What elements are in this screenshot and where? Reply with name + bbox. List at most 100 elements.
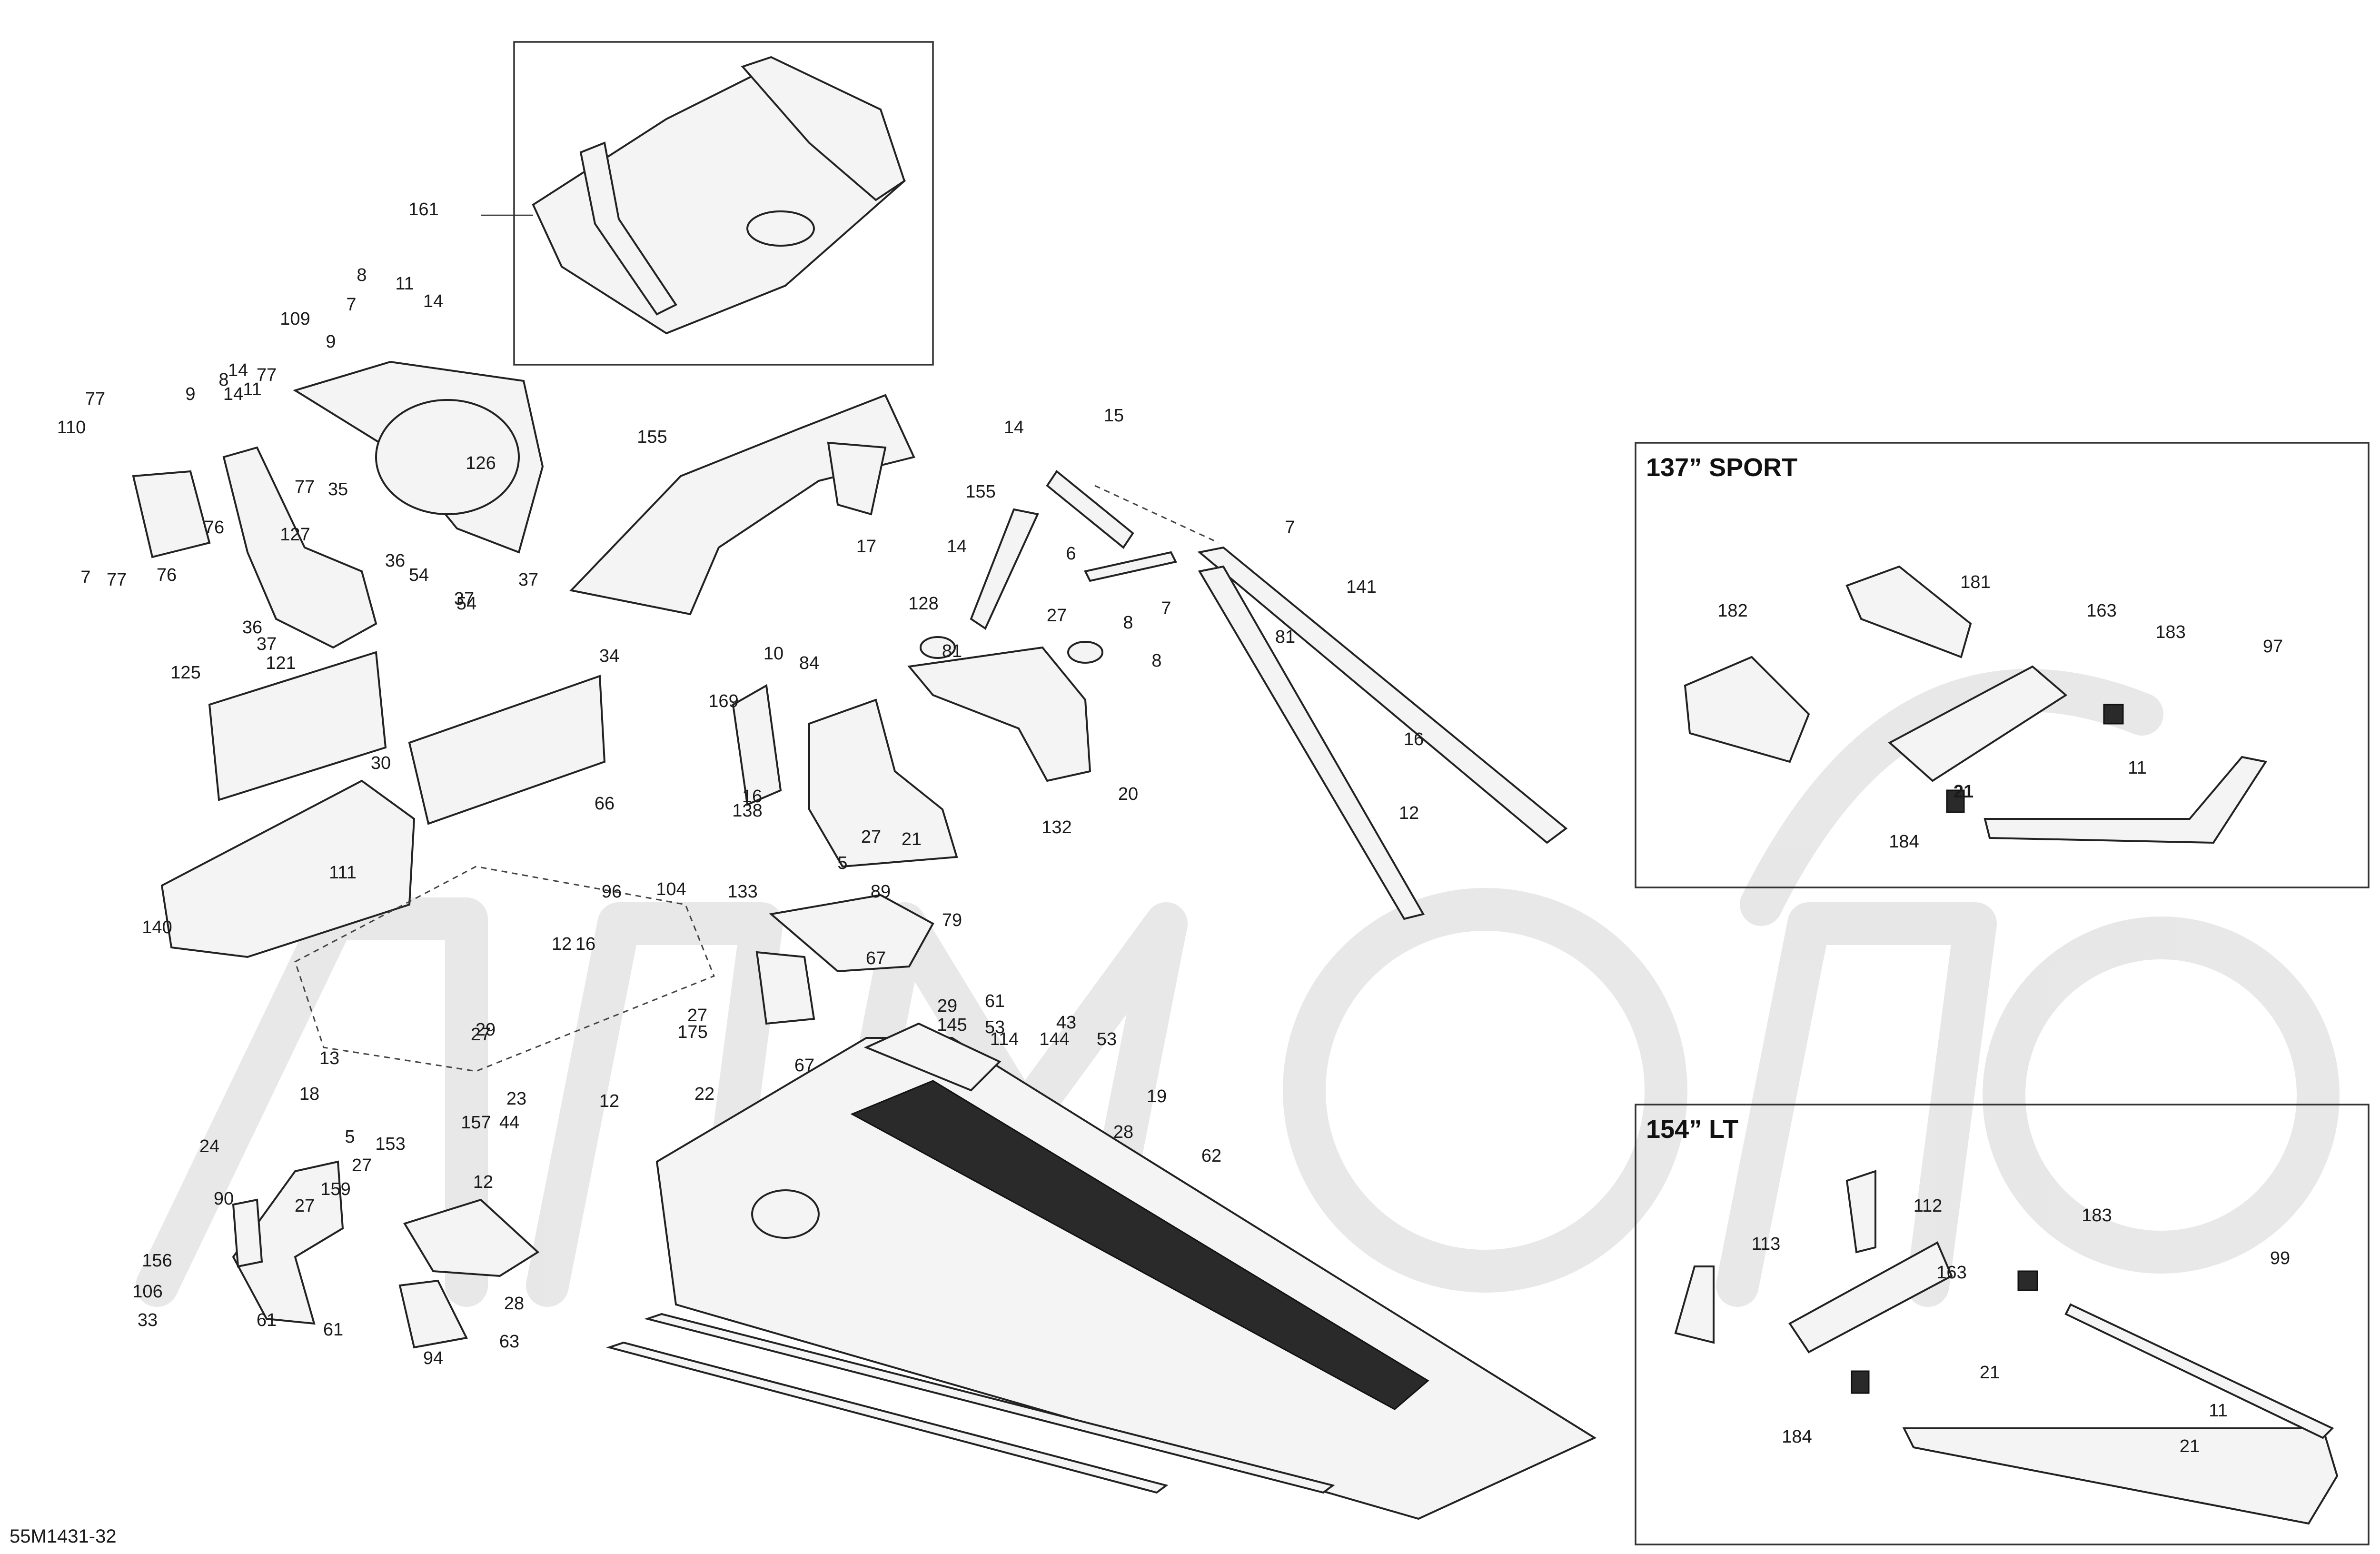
callout-79: 79 — [942, 910, 962, 930]
callout-27: 27 — [687, 1006, 707, 1026]
inset2-parts — [1674, 1170, 2339, 1525]
callout-8: 8 — [218, 370, 228, 390]
inset-callout-163: 163 — [1936, 1263, 1966, 1283]
callout-7: 7 — [346, 295, 356, 315]
callout-12: 12 — [552, 934, 572, 954]
callout-28: 28 — [1113, 1122, 1133, 1142]
callout-144: 144 — [1039, 1029, 1069, 1049]
callout-63: 63 — [499, 1332, 519, 1352]
inset-callout-21: 21 — [1980, 1363, 2000, 1383]
callout-159: 159 — [320, 1179, 350, 1199]
callout-133: 133 — [727, 882, 757, 902]
callout-157: 157 — [461, 1113, 491, 1133]
callout-6: 6 — [1066, 544, 1076, 564]
callout-11: 11 — [395, 274, 414, 294]
callout-111: 111 — [329, 863, 357, 883]
callout-23: 23 — [506, 1089, 526, 1109]
callout-76: 76 — [204, 518, 224, 538]
tie-rod-141 — [1197, 546, 1568, 920]
callout-76: 76 — [157, 565, 177, 585]
callout-61: 61 — [985, 991, 1005, 1011]
callout-121: 121 — [266, 653, 296, 673]
callout-153: 153 — [375, 1134, 405, 1154]
callout-161: 161 — [408, 199, 438, 219]
callout-109: 109 — [280, 309, 310, 329]
callout-145: 145 — [937, 1015, 967, 1035]
callout-138: 138 — [732, 801, 762, 821]
callout-54: 54 — [456, 594, 476, 614]
callout-33: 33 — [138, 1310, 158, 1330]
inset-callout-163: 163 — [2086, 601, 2116, 621]
callout-30: 30 — [371, 753, 391, 773]
callout-81: 81 — [1275, 627, 1295, 647]
inset-callout-182: 182 — [1717, 601, 1747, 621]
callout-16: 16 — [1404, 729, 1424, 749]
callout-16: 16 — [575, 934, 595, 954]
callout-175: 175 — [677, 1022, 707, 1042]
callout-110: 110 — [57, 418, 86, 438]
tunnel-brace-140 — [569, 394, 915, 616]
callout-9: 9 — [185, 384, 195, 404]
callout-90: 90 — [214, 1189, 234, 1209]
callout-67: 67 — [794, 1056, 814, 1076]
inset-callout-11: 11 — [2209, 1401, 2227, 1421]
callout-28: 28 — [504, 1294, 524, 1314]
inset-callout-112: 112 — [1914, 1196, 1943, 1216]
callout-81: 81 — [942, 641, 962, 661]
callout-5: 5 — [345, 1127, 355, 1147]
callout-12: 12 — [599, 1091, 619, 1111]
callout-18: 18 — [299, 1084, 319, 1104]
inset1-parts — [1684, 565, 2268, 844]
callout-169: 169 — [708, 691, 738, 711]
callout-14: 14 — [423, 291, 443, 311]
callout-19: 19 — [1147, 1086, 1167, 1106]
callout-36: 36 — [242, 618, 262, 638]
callout-37: 37 — [518, 570, 538, 590]
callout-128: 128 — [908, 594, 938, 614]
callout-61: 61 — [257, 1310, 277, 1330]
inset-callout-184: 184 — [1782, 1427, 1812, 1447]
callout-10: 10 — [764, 644, 783, 664]
tunnel-144 — [655, 1022, 1597, 1520]
inset-callout-183: 183 — [2082, 1205, 2112, 1225]
callout-14: 14 — [223, 384, 243, 404]
callout-27: 27 — [861, 827, 881, 847]
diagram-reference-code: 55M1431-32 — [10, 1526, 117, 1547]
callout-89: 89 — [871, 882, 891, 902]
callout-17: 17 — [856, 537, 876, 557]
callout-15: 15 — [1104, 406, 1124, 426]
callout-126: 126 — [466, 453, 496, 473]
callout-77: 77 — [257, 365, 277, 385]
bracket-132 — [732, 684, 958, 868]
callout-44: 44 — [499, 1113, 519, 1133]
callout-9: 9 — [326, 332, 336, 352]
callout-67: 67 — [866, 948, 886, 968]
inset-callout-21: 21 — [1954, 782, 1973, 802]
callout-104: 104 — [656, 879, 686, 899]
callout-29: 29 — [937, 996, 957, 1016]
inset-callout-11: 11 — [2128, 758, 2146, 778]
callout-8: 8 — [357, 265, 367, 285]
callout-35: 35 — [328, 479, 348, 499]
callout-8: 8 — [1123, 613, 1133, 633]
callout-12: 12 — [1399, 803, 1419, 823]
steering-linkage-155 — [970, 470, 1219, 630]
inset-callout-113: 113 — [1752, 1234, 1781, 1254]
callout-14: 14 — [947, 537, 967, 557]
inset-frame-137-sport — [1635, 442, 2370, 888]
callout-132: 132 — [1041, 817, 1071, 837]
inset-callout-184: 184 — [1889, 832, 1919, 852]
callout-84: 84 — [799, 653, 819, 673]
callout-54: 54 — [409, 565, 429, 585]
callout-37: 37 — [257, 634, 277, 654]
callout-8: 8 — [1151, 651, 1161, 671]
callout-94: 94 — [423, 1348, 443, 1368]
callout-7: 7 — [1161, 598, 1171, 618]
callout-114: 114 — [990, 1029, 1019, 1049]
callout-20: 20 — [1118, 784, 1138, 804]
callout-53: 53 — [1097, 1029, 1117, 1049]
callout-127: 127 — [280, 525, 310, 545]
callout-156: 156 — [142, 1251, 172, 1271]
callout-106: 106 — [132, 1282, 162, 1302]
